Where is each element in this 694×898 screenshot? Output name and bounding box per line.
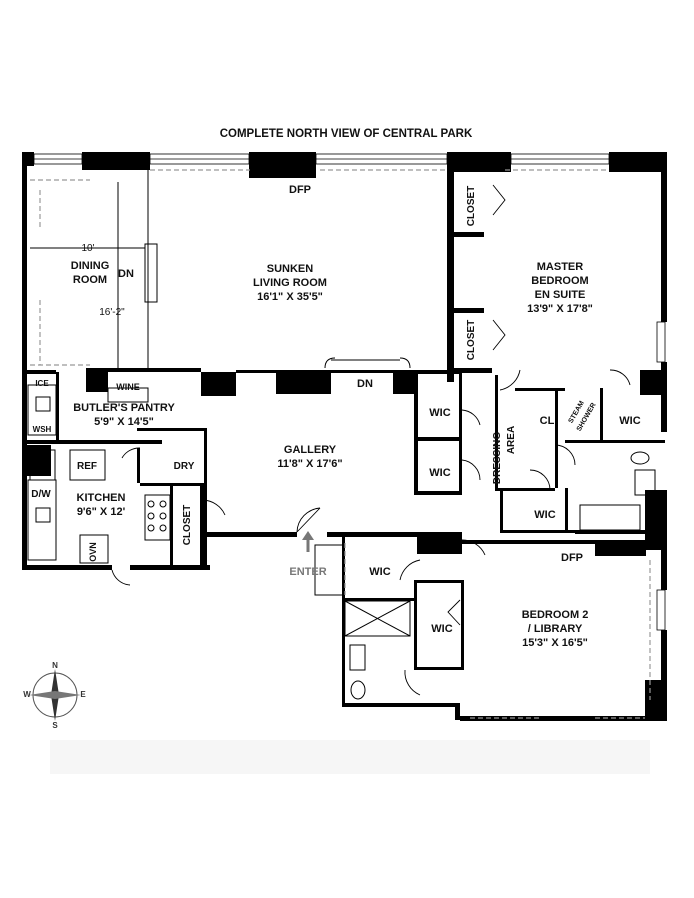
wine-label: WINE <box>116 382 140 392</box>
master-label-1: MASTER <box>537 261 584 273</box>
living-room-label-2: LIVING ROOM <box>253 277 327 289</box>
wic-label-4: WIC <box>534 509 555 521</box>
gallery-dims: 11'8" X 17'6" <box>277 458 342 470</box>
wic-label-5: WIC <box>369 566 390 578</box>
bedroom2-label-1: BEDROOM 2 <box>522 609 589 621</box>
wic-label-1: WIC <box>429 407 450 419</box>
living-room-dims: 16'1" X 35'5" <box>257 291 323 303</box>
wic-label-3: WIC <box>619 415 640 427</box>
dining-room-label-1: DINING <box>71 260 110 272</box>
pantry-dims: 5'9" X 14'5" <box>94 416 154 428</box>
plan-title: COMPLETE NORTH VIEW OF CENTRAL PARK <box>220 128 473 140</box>
dining-dn-label: DN <box>118 268 134 280</box>
ref-label: REF <box>77 461 97 472</box>
bedroom2-fireplace-label: DFP <box>561 552 583 564</box>
master-dims: 13'9" X 17'8" <box>527 303 593 315</box>
fireplace-label: DFP <box>289 184 311 196</box>
footer-band <box>50 740 650 774</box>
closet-label-2: CLOSET <box>466 320 477 361</box>
bedroom2-dims: 15'3" X 16'5" <box>522 637 588 649</box>
dry-label: DRY <box>174 461 195 472</box>
master-label-2: BEDROOM <box>531 275 588 287</box>
dashed-lines <box>30 169 651 719</box>
ice-label: ICE <box>35 379 49 388</box>
gallery-label: GALLERY <box>284 444 337 456</box>
wic-label-2: WIC <box>429 467 450 479</box>
wic-label-6: WIC <box>431 623 452 635</box>
enter-label: ENTER <box>289 566 326 578</box>
closet-label-1: CLOSET <box>466 186 477 227</box>
enter-arrow-icon <box>302 531 314 552</box>
interior-lines <box>27 166 656 700</box>
dining-room-length: 16'-2" <box>99 307 125 318</box>
dw-label: D/W <box>31 489 51 500</box>
compass-e: E <box>80 690 86 699</box>
compass-n: N <box>52 661 58 670</box>
living-room-label-1: SUNKEN <box>267 263 314 275</box>
bedroom2-label-2: / LIBRARY <box>528 623 583 635</box>
walls <box>22 152 667 721</box>
compass-w: W <box>23 690 31 699</box>
master-label-3: EN SUITE <box>535 289 586 301</box>
kitchen-closet-label: CLOSET <box>182 505 193 546</box>
dining-room-label-2: ROOM <box>73 274 107 286</box>
compass-icon <box>29 669 81 721</box>
doors <box>111 184 631 696</box>
wsh-label: WSH <box>33 425 52 434</box>
kitchen-dims: 9'6" X 12' <box>77 506 126 518</box>
dressing-label-1: DRESSING <box>492 432 503 484</box>
cl-label: CL <box>540 415 555 427</box>
living-dn-label: DN <box>357 378 373 390</box>
dining-room-width: 10' <box>81 243 94 254</box>
kitchen-label: KITCHEN <box>77 492 126 504</box>
compass-s: S <box>52 721 58 730</box>
dressing-label-2: AREA <box>506 426 517 454</box>
ovn-label: OVN <box>88 542 98 562</box>
pantry-label: BUTLER'S PANTRY <box>73 402 175 414</box>
